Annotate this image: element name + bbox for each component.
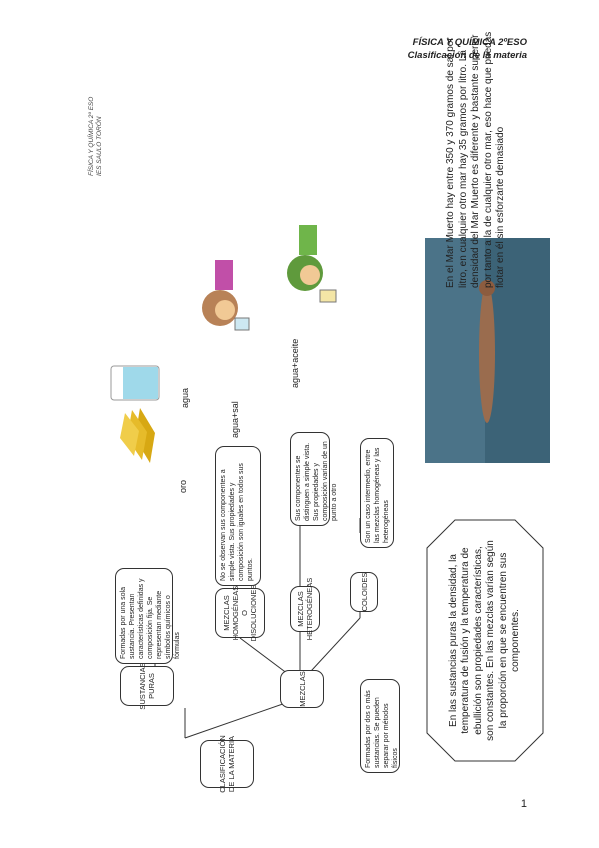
octagon-shape xyxy=(426,519,544,762)
colloids-box: COLOIDES xyxy=(350,572,378,612)
dead-sea-photo xyxy=(425,238,550,463)
label-water: agua xyxy=(180,387,190,408)
boy-oil-image xyxy=(287,225,337,303)
header-topic: Clasificación de la materia xyxy=(407,50,527,61)
water-glass-image xyxy=(110,365,160,401)
gold-bars-image xyxy=(120,408,155,463)
mixtures-desc-box: Formadas por dos o más sustancias. Se pu… xyxy=(360,679,400,773)
octagon-text: En las sustancias puras la densidad, la … xyxy=(447,540,522,741)
colloids-desc-box: Son un caso intermedio, entre las mezcla… xyxy=(360,438,394,548)
page-header: FÍSICA Y QUÍMICA 2ºESO Clasificación de … xyxy=(408,36,527,62)
header-subject: FÍSICA Y QUÍMICA 2ºESO xyxy=(412,37,527,48)
homogeneous-desc-box: No se observan sus componentes a simple … xyxy=(215,446,261,586)
homogeneous-box: MEZCLAS HOMOGÉNEAS O DISOLUCIONES xyxy=(215,585,265,641)
mixtures-box: MEZCLAS xyxy=(280,670,324,708)
boy-salt-image xyxy=(202,260,250,331)
label-water-oil: agua+aceite xyxy=(290,338,300,388)
pure-desc-box: Formadas por una sola sustancia. Present… xyxy=(115,568,181,664)
octagon-note: En las sustancias puras la densidad, la … xyxy=(425,518,545,763)
page-number: 1 xyxy=(520,798,527,810)
heterogeneous-box: MEZCLAS HETEROGÉNEAS xyxy=(290,578,320,640)
label-gold: oro xyxy=(178,479,188,493)
heterogeneous-desc-box: Sus componentes se distinguen a simple v… xyxy=(290,432,338,526)
dead-sea-text: En el Mar Muerto hay entre 350 y 370 gra… xyxy=(445,31,506,288)
root-box: CLASIFICACIÓN DE LA MATERIA xyxy=(200,735,254,793)
pure-box: SUSTANCIAS PURAS xyxy=(120,662,174,710)
label-water-salt: agua+sal xyxy=(230,401,240,438)
